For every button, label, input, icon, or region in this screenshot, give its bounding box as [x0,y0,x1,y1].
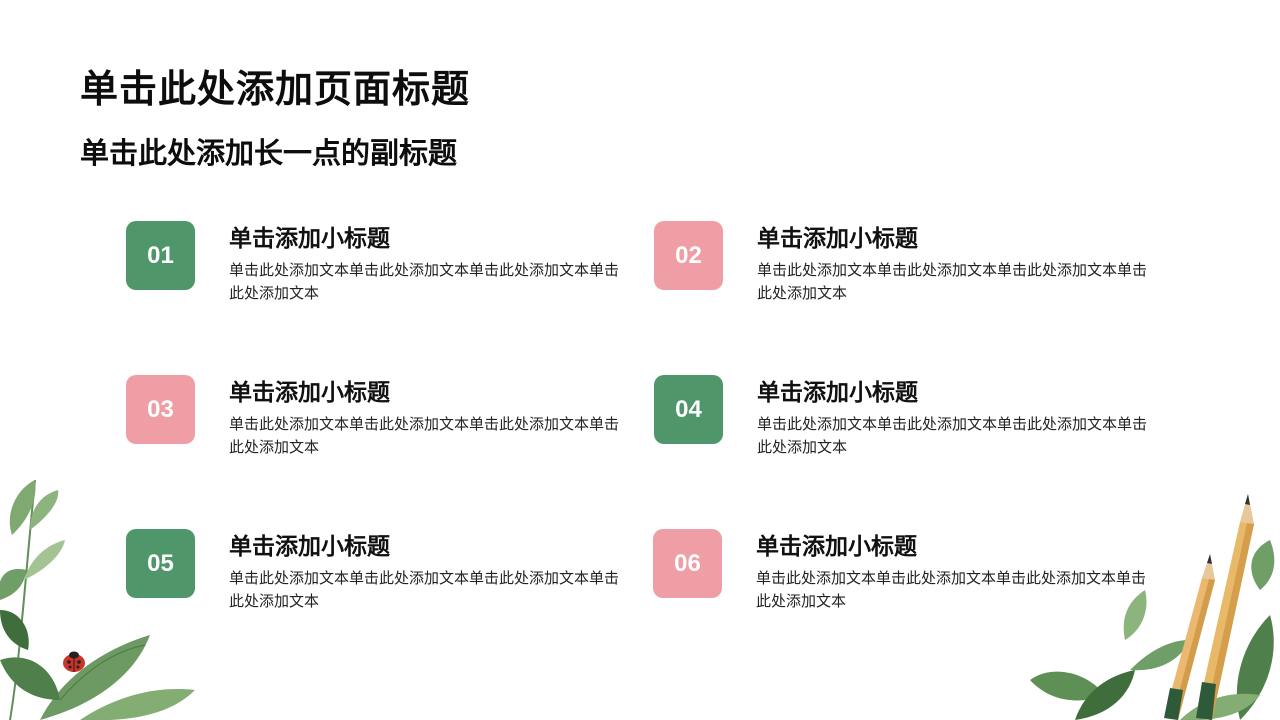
item-title: 单击添加小标题 [756,534,917,560]
item-title: 单击添加小标题 [757,380,918,406]
list-item: 04 单击添加小标题 单击此处添加文本单击此处添加文本单击此处添加文本单击此处添… [654,375,1174,465]
number-badge: 01 [126,221,195,290]
item-title: 单击添加小标题 [757,226,918,252]
number-badge: 06 [653,529,722,598]
list-item: 03 单击添加小标题 单击此处添加文本单击此处添加文本单击此处添加文本单击此处添… [126,375,646,465]
leaf-illustration [0,479,195,720]
number-badge: 02 [654,221,723,290]
item-text: 单击此处添加文本单击此处添加文本单击此处添加文本单击此处添加文本 [229,415,620,456]
number-badge: 05 [126,529,195,598]
item-text: 单击此处添加文本单击此处添加文本单击此处添加文本单击此处添加文本 [229,569,620,610]
list-item: 05 单击添加小标题 单击此处添加文本单击此处添加文本单击此处添加文本单击此处添… [126,529,646,619]
item-text: 单击此处添加文本单击此处添加文本单击此处添加文本单击此处添加文本 [756,569,1147,610]
list-item: 06 单击添加小标题 单击此处添加文本单击此处添加文本单击此处添加文本单击此处添… [653,529,1173,619]
list-item: 01 单击添加小标题 单击此处添加文本单击此处添加文本单击此处添加文本单击此处添… [126,221,646,311]
item-text: 单击此处添加文本单击此处添加文本单击此处添加文本单击此处添加文本 [229,261,620,302]
item-title: 单击添加小标题 [229,534,390,560]
number-badge: 04 [654,375,723,444]
item-text: 单击此处添加文本单击此处添加文本单击此处添加文本单击此处添加文本 [757,415,1148,456]
number-badge: 03 [126,375,195,444]
page-subtitle: 单击此处添加长一点的副标题 [80,136,458,170]
page-title: 单击此处添加页面标题 [80,67,471,111]
pencil-icon [1164,494,1254,720]
item-text: 单击此处添加文本单击此处添加文本单击此处添加文本单击此处添加文本 [757,261,1148,302]
list-item: 02 单击添加小标题 单击此处添加文本单击此处添加文本单击此处添加文本单击此处添… [654,221,1174,311]
item-title: 单击添加小标题 [229,226,390,252]
item-title: 单击添加小标题 [229,380,390,406]
ladybug-icon [63,651,85,672]
